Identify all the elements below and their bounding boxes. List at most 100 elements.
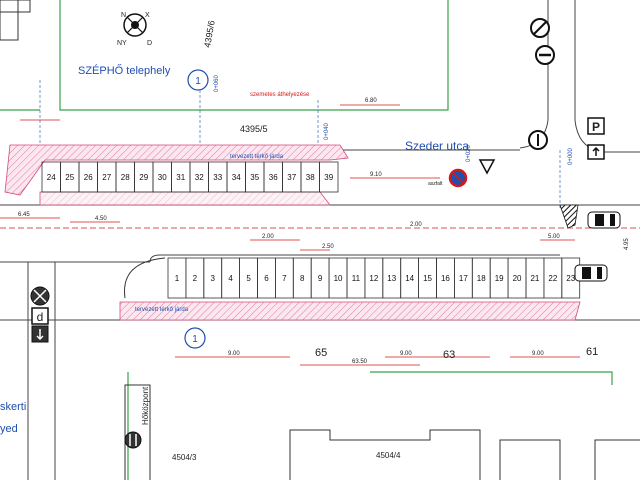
bottom-parking-bay-number: 1 (175, 274, 180, 283)
roadline-label: aszfalt (428, 181, 443, 187)
parking-top: 24 25 26 27 28 29 30 31 32 33 34 35 36 37 38 39 (41, 161, 339, 193)
top-parking-bay-number: 39 (324, 173, 333, 182)
dim-450: 4.50 (95, 216, 107, 222)
no-parking-sign-icon (448, 168, 468, 188)
company-label: SZÉPHŐ telephely (78, 63, 171, 77)
sidewalk-top-label: tervezett térkő járda (230, 154, 284, 160)
sign-right-top (528, 130, 548, 150)
top-parking-bay-number: 27 (102, 173, 111, 182)
bottom-sidewalk (119, 301, 581, 321)
curb-hatch (559, 204, 579, 229)
dim-6350: 63.50 (352, 359, 368, 365)
svg-text:d: d (37, 310, 44, 324)
bottom-parking-bay-number: 8 (300, 274, 305, 283)
left-text-1: skerti (0, 401, 26, 413)
sign-marker-2-label: 1 (192, 334, 198, 345)
sign-marker-2: 1 (184, 327, 206, 349)
top-parking-bay-number: 35 (250, 173, 259, 182)
yield-sign-icon (478, 159, 496, 175)
bottom-parking-bay-number: 23 (566, 274, 575, 283)
bottom-parking-bay-number: 16 (441, 274, 450, 283)
sign-left-road-arrow (31, 325, 49, 343)
dim-250: 2.50 (322, 244, 334, 250)
station-4-label: 0+000 (568, 147, 574, 165)
parcel-mid-label: 4395/5 (240, 124, 268, 134)
bottom-parking-bay-number: 10 (334, 274, 343, 283)
bottom-parking-bay-number: 15 (423, 274, 432, 283)
north-arrow-icon: N X NY D (117, 12, 152, 47)
top-parking-bay-number: 24 (47, 173, 56, 182)
dim-900a: 9.00 (228, 351, 240, 357)
top-parking-bay-number: 38 (306, 173, 315, 182)
dimension-lines (0, 104, 640, 366)
top-parking-bay-number: 33 (213, 173, 222, 182)
left-text-2: yed (0, 423, 18, 435)
parking-sign-icon: P (587, 117, 605, 135)
sign-no-entry-icon-2 (530, 18, 550, 38)
parcel-top-label: 4395/6 (202, 19, 217, 48)
top-parking-bay-number: 36 (269, 173, 278, 182)
bottom-parking-bay-number: 6 (264, 274, 269, 283)
bottom-parking-bay-number: 9 (318, 274, 323, 283)
bottom-parking-bay-number: 19 (495, 274, 504, 283)
parcel-br-label: 4504/4 (376, 451, 401, 460)
bottom-parking-bay-number: 7 (282, 274, 287, 283)
top-parking-bay-number: 25 (65, 173, 74, 182)
bottom-parking-bay-number: 14 (405, 274, 414, 283)
top-sidewalk (4, 144, 349, 196)
bottom-parking-bay-number: 2 (193, 274, 198, 283)
crossing-note-label: szemetes áthelyezése (250, 92, 310, 98)
car-1 (587, 211, 621, 229)
survey-lines (39, 80, 561, 210)
top-parking-bay-number: 28 (121, 173, 130, 182)
top-parking-bay (319, 161, 339, 193)
house-65-label: 65 (315, 347, 327, 359)
parcel-bl-label: 4504/3 (172, 453, 197, 462)
dim-910: 9.10 (370, 172, 382, 178)
dim-900b: 9.00 (400, 351, 412, 357)
dim-200b: 2.00 (410, 222, 422, 228)
sign-bottom-left (124, 431, 142, 449)
sidewalk-bottom-label: tervezett térkő járda (135, 307, 189, 313)
bottom-parking-bay-number: 12 (369, 274, 378, 283)
arrow-sign-icon (587, 144, 605, 160)
top-parking-bay-number: 29 (139, 173, 148, 182)
bottom-parking-bay-number: 5 (246, 274, 251, 283)
top-parking-bay-number: 26 (84, 173, 93, 182)
sign-no-entry-icon (535, 45, 555, 65)
top-parking-bay-number: 30 (158, 173, 167, 182)
bottom-parking-bay-number: 17 (459, 274, 468, 283)
sign-left-road-top (30, 286, 50, 306)
top-parking-bay-number: 31 (176, 173, 185, 182)
left-road (27, 262, 56, 480)
bottom-parking-curve (124, 257, 166, 299)
svg-text:N: N (121, 12, 126, 19)
bottom-parking-bay-number: 18 (477, 274, 486, 283)
bottom-parking-bay-number: 21 (530, 274, 539, 283)
bottom-parking-bay-number: 11 (352, 274, 361, 283)
top-parking-bay-number: 32 (195, 173, 204, 182)
svg-text:X: X (145, 12, 150, 19)
svg-text:D: D (147, 40, 152, 47)
dim-200a: 2.00 (262, 234, 274, 240)
svg-text:NY: NY (117, 40, 127, 47)
bottom-parking-bay-number: 20 (513, 274, 522, 283)
bottom-parking-bay-number: 3 (211, 274, 216, 283)
top-parking-bay-number: 37 (287, 173, 296, 182)
top-parking-bay-number: 34 (232, 173, 241, 182)
boiler-label: Hőközpont (141, 386, 150, 425)
dim-900c: 9.00 (532, 351, 544, 357)
dim-500: 5.00 (548, 234, 560, 240)
sign-marker-1: 1 (187, 69, 209, 91)
house-63-label: 63 (443, 349, 455, 361)
bottom-parking-bay-number: 4 (228, 274, 233, 283)
bottom-parking-bay-number: 13 (387, 274, 396, 283)
station-1-label: 0+040 (324, 122, 330, 140)
dim-680: 6.80 (365, 98, 377, 104)
bottom-parking-bay-number: 22 (548, 274, 557, 283)
car-2 (574, 264, 608, 282)
top-sidewalk-lower (39, 191, 331, 206)
